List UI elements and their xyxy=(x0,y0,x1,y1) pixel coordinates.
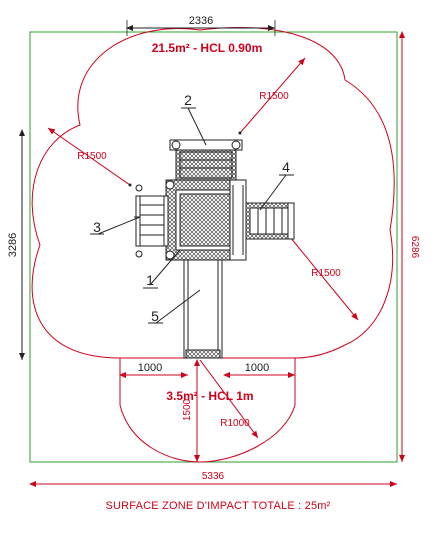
radius-leader-right xyxy=(289,236,359,321)
site-boundary xyxy=(29,31,398,463)
radius-leader-top-left xyxy=(47,127,131,186)
total-impact-surface-label: SURFACE ZONE D'IMPACT TOTALE : 25m² xyxy=(105,500,331,512)
callout-label-1: 1 xyxy=(146,272,154,288)
callout-leader-3 xyxy=(97,216,141,235)
callout-leader-2 xyxy=(187,107,207,146)
radius-center-top-right xyxy=(238,131,242,135)
radius-leader-top-right xyxy=(239,57,306,134)
callout-leader-1 xyxy=(149,249,181,286)
slide-length-dim-label: 1500 xyxy=(182,398,193,421)
slide-zone-label: 3.5m² - HCL 1m xyxy=(166,389,253,403)
play-structure xyxy=(134,139,295,359)
radius-label-top-right: R1500 xyxy=(259,91,289,102)
radius-leader-slide xyxy=(199,359,259,439)
slide-left-dim-label: 1000 xyxy=(138,362,162,374)
callout-label-2: 2 xyxy=(184,92,192,108)
callout-leader-5 xyxy=(155,289,201,324)
radius-center-top-left xyxy=(128,183,132,187)
callout-label-5: 5 xyxy=(151,308,159,324)
bottom-dimension-label: 5336 xyxy=(202,471,225,482)
slide-right-dim-label: 1000 xyxy=(245,362,269,374)
radius-label-slide: R1000 xyxy=(220,418,250,429)
callout-label-3: 3 xyxy=(93,219,101,235)
right-dimension-label: 6286 xyxy=(409,236,420,259)
radius-label-top-left: R1500 xyxy=(77,151,107,162)
top-dimension-label: 2336 xyxy=(189,15,213,27)
callout-leader-4 xyxy=(259,174,287,211)
main-zone-label: 21.5m² - HCL 0.90m xyxy=(152,41,263,55)
radius-label-right: R1500 xyxy=(311,268,341,279)
left-dimension-label: 3286 xyxy=(7,233,19,257)
callout-label-4: 4 xyxy=(282,159,290,175)
slide-impact-zone xyxy=(119,358,296,463)
